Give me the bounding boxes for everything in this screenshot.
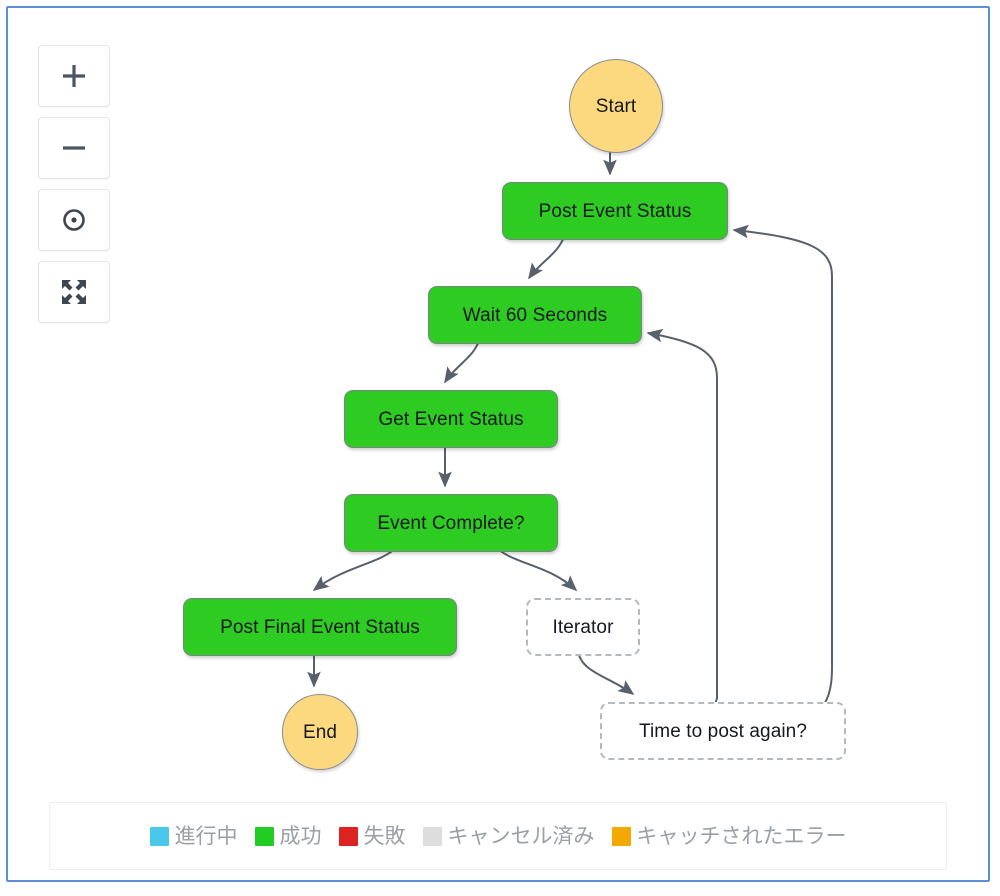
node-label-time-to-post-again: Time to post again? bbox=[638, 720, 808, 742]
graph-surface[interactable]: Start Post Event Status Wait 60 Seconds … bbox=[8, 8, 988, 880]
edge-time-to-post-again-to-post-event-status bbox=[732, 224, 833, 721]
status-legend: 進行中 成功 失敗 キャンセル済み キャッチされたエラー bbox=[49, 802, 947, 870]
graph-view-controls bbox=[38, 45, 110, 323]
legend-label-in-progress: 進行中 bbox=[174, 823, 238, 848]
node-label-wait-60-seconds: Wait 60 Seconds bbox=[462, 304, 608, 326]
center-button[interactable] bbox=[38, 189, 110, 251]
legend-swatch-failed bbox=[338, 826, 358, 846]
target-icon bbox=[59, 205, 89, 235]
zoom-in-button[interactable] bbox=[38, 45, 110, 107]
node-end[interactable]: End bbox=[282, 694, 358, 770]
edge-iterator-to-time-to-post-again bbox=[577, 649, 635, 695]
node-post-final-event-status[interactable]: Post Final Event Status bbox=[183, 598, 457, 656]
legend-item-caught-error: キャッチされたエラー bbox=[611, 823, 847, 848]
node-label-get-event-status: Get Event Status bbox=[378, 408, 524, 430]
node-event-complete[interactable]: Event Complete? bbox=[344, 494, 558, 552]
node-iterator[interactable]: Iterator bbox=[526, 598, 640, 656]
legend-swatch-in-progress bbox=[149, 826, 169, 846]
zoom-out-button[interactable] bbox=[38, 117, 110, 179]
legend-swatch-succeeded bbox=[254, 826, 274, 846]
legend-item-failed: 失敗 bbox=[338, 823, 406, 848]
legend-item-succeeded: 成功 bbox=[254, 823, 322, 848]
edge-event-complete-to-iterator bbox=[494, 545, 578, 592]
graph-canvas-frame: Start Post Event Status Wait 60 Seconds … bbox=[6, 6, 990, 882]
node-label-end: End bbox=[302, 721, 338, 743]
edge-wait-60-seconds-to-get-event-status bbox=[444, 337, 481, 384]
legend-item-in-progress: 進行中 bbox=[149, 823, 238, 848]
legend-label-caught-error: キャッチされたエラー bbox=[636, 823, 847, 848]
node-wait-60-seconds[interactable]: Wait 60 Seconds bbox=[428, 286, 642, 344]
edge-time-to-post-again-to-wait-60-seconds bbox=[646, 328, 718, 723]
node-start[interactable]: Start bbox=[569, 59, 663, 153]
expand-icon bbox=[59, 277, 89, 307]
legend-items: 進行中 成功 失敗 キャンセル済み キャッチされたエラー bbox=[149, 823, 847, 848]
plus-icon bbox=[59, 61, 89, 91]
legend-swatch-cancelled bbox=[422, 826, 442, 846]
node-label-post-final-event-status: Post Final Event Status bbox=[220, 616, 420, 638]
legend-label-cancelled: キャンセル済み bbox=[447, 823, 595, 848]
node-post-event-status[interactable]: Post Event Status bbox=[502, 182, 728, 240]
node-label-start: Start bbox=[595, 95, 637, 117]
fit-screen-button[interactable] bbox=[38, 261, 110, 323]
legend-label-succeeded: 成功 bbox=[279, 823, 322, 848]
edge-event-complete-to-post-final-event-status bbox=[312, 545, 399, 591]
node-label-post-event-status: Post Event Status bbox=[538, 200, 692, 222]
node-time-to-post-again[interactable]: Time to post again? bbox=[600, 702, 846, 760]
legend-item-cancelled: キャンセル済み bbox=[422, 823, 595, 848]
legend-label-failed: 失敗 bbox=[363, 823, 406, 848]
minus-icon bbox=[59, 133, 89, 163]
legend-swatch-caught-error bbox=[611, 826, 631, 846]
edge-post-event-status-to-wait-60-seconds bbox=[528, 233, 566, 280]
node-label-iterator: Iterator bbox=[552, 616, 614, 638]
node-get-event-status[interactable]: Get Event Status bbox=[344, 390, 558, 448]
node-label-event-complete: Event Complete? bbox=[377, 512, 525, 534]
